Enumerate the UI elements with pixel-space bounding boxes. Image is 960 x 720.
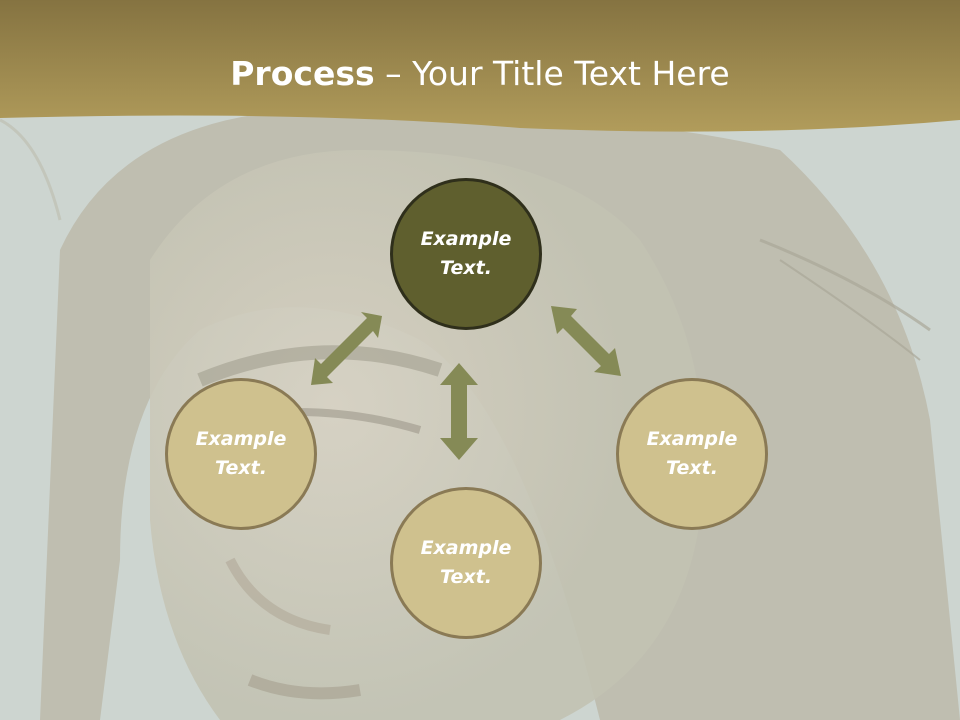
process-node-top: Example Text. (390, 178, 542, 330)
double-arrow-right-icon (551, 306, 621, 376)
slide-title: Process – Your Title Text Here (0, 52, 960, 96)
process-node-left: Example Text. (165, 378, 317, 530)
double-arrow-left-icon (311, 312, 382, 385)
double-arrow-vertical-icon (440, 363, 478, 460)
process-node-bottom: Example Text. (390, 487, 542, 639)
process-node-right-label: Example Text. (646, 428, 738, 479)
process-node-bottom-label: Example Text. (420, 537, 512, 588)
slide-title-rest: – Your Title Text Here (374, 54, 730, 93)
process-node-top-label: Example Text. (420, 228, 512, 279)
slide-title-bold: Process (230, 54, 375, 93)
process-node-left-label: Example Text. (195, 428, 287, 479)
header-band (0, 0, 960, 132)
process-node-right: Example Text. (616, 378, 768, 530)
